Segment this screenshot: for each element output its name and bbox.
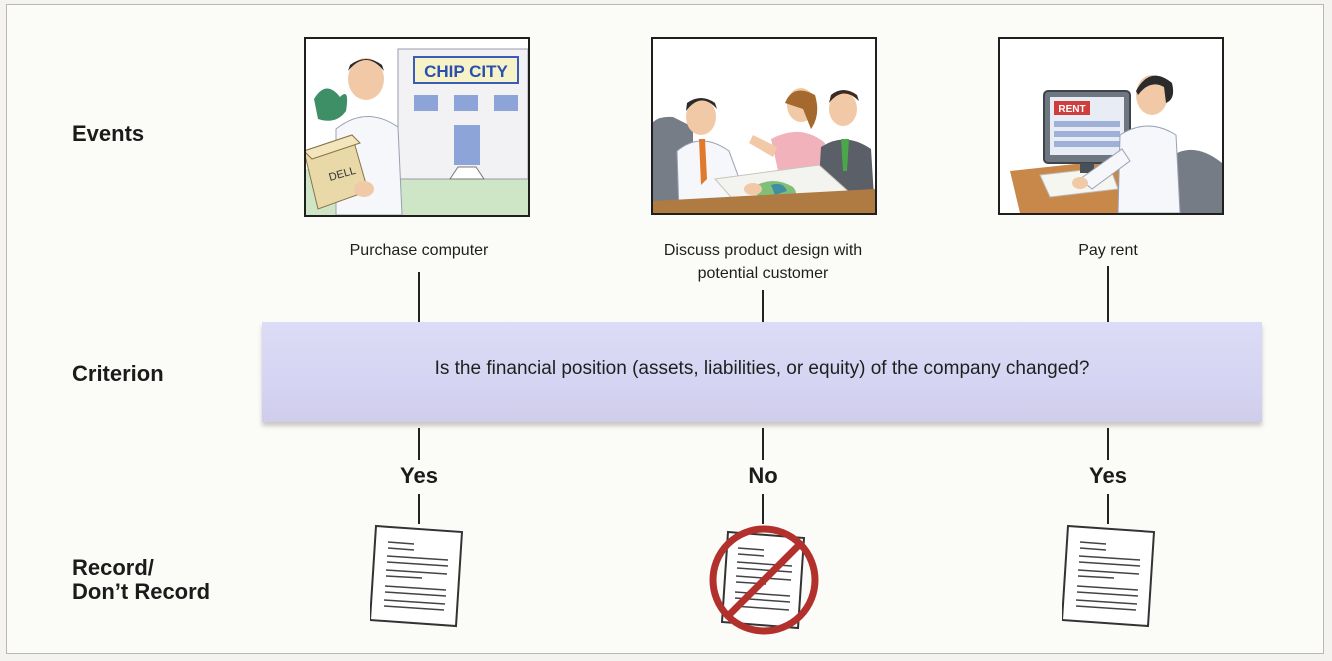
connector-line: [1107, 266, 1109, 322]
connector-line: [762, 290, 764, 322]
connector-line: [1107, 494, 1109, 524]
criterion-band: [262, 322, 1262, 422]
connector-line: [418, 494, 420, 524]
row-label-criterion: Criterion: [72, 361, 164, 386]
row-label-events: Events: [72, 121, 145, 146]
event-illustration-pay-rent: RENT: [998, 37, 1224, 215]
event-illustration-purchase-computer: CHIP CITY DELL: [304, 37, 530, 217]
row-label-record-line2: Don’t Record: [72, 579, 211, 604]
record-document-icon: [368, 520, 470, 637]
do-not-record-icon: [706, 520, 826, 645]
criterion-question: Is the financial position (assets, liabi…: [434, 358, 1090, 379]
row-label-record-line1: Record/: [72, 555, 154, 580]
rent-screen-label: RENT: [1058, 104, 1085, 115]
decision-label-yes: Yes: [400, 463, 438, 488]
connector-line: [418, 272, 420, 322]
connector-line: [762, 494, 764, 524]
decision-label-yes: Yes: [1089, 463, 1127, 488]
connector-line: [418, 428, 420, 460]
store-sign-text: CHIP CITY: [424, 62, 508, 81]
connector-line: [1107, 428, 1109, 460]
event-caption-1: Purchase computer: [349, 242, 489, 259]
decision-label-no: No: [748, 463, 778, 488]
event-caption-2-line1: Discuss product design with: [663, 242, 863, 259]
record-document-icon: [1060, 520, 1162, 637]
connector-line: [762, 428, 764, 460]
event-caption-3: Pay rent: [1078, 242, 1138, 259]
event-caption-2-line2: potential customer: [697, 265, 829, 282]
event-illustration-meeting: [651, 37, 877, 215]
